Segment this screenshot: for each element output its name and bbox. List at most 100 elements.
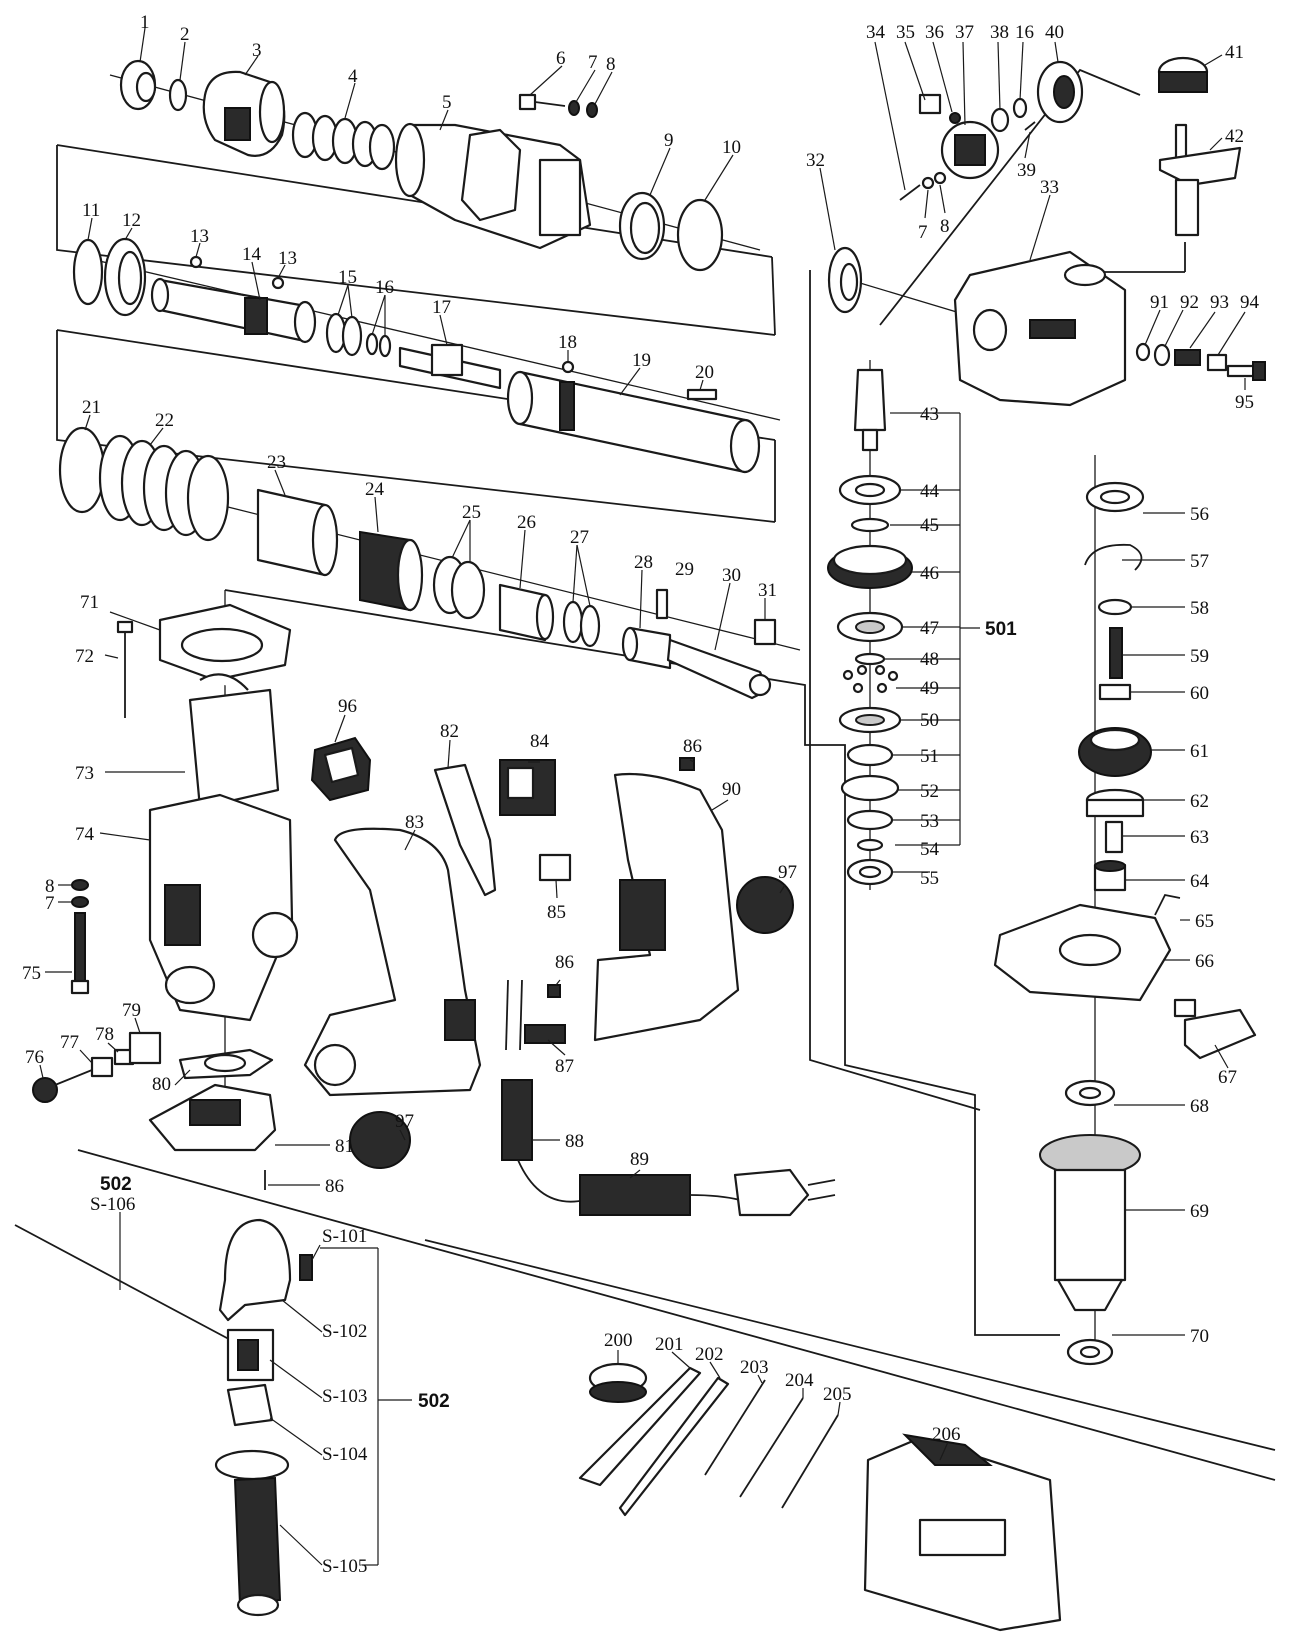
callout-36: 36 [925,22,944,43]
part-26-bushing [498,583,555,642]
part-64-bushing [1093,860,1127,892]
part-10-o-ring [676,198,724,272]
callout-80: 80 [152,1074,171,1095]
callout-4: 4 [348,66,358,87]
callout-40: 40 [1045,22,1064,43]
callout-1: 1 [140,12,150,33]
callout-8: 8 [940,216,950,237]
part-97-vent-b [349,1111,411,1169]
part-16-ring-b [1012,97,1028,119]
part-66-cover [993,903,1172,1002]
assembly-boundaries [56,68,1276,1481]
part-33-housing [953,250,1127,407]
part-49-balls [842,664,899,694]
part-95-bolt [1226,361,1266,381]
callout-42: 42 [1225,126,1244,147]
callout-30: 30 [722,565,741,586]
callout-66: 66 [1195,951,1214,972]
group-label-502-side: 502 [418,1391,450,1412]
callout-7: 7 [45,893,55,914]
callout-202: 202 [695,1344,724,1365]
part-18-ball [561,360,575,374]
callout-90: 90 [722,779,741,800]
callout-15: 15 [338,267,357,288]
callout-28: 28 [634,552,653,573]
callout-63: 63 [1190,827,1209,848]
callout-43: 43 [920,404,939,425]
callout-67: 67 [1218,1067,1237,1088]
part-48-ring [854,652,886,666]
part-S104-clamp [226,1383,274,1427]
callout-17: 17 [432,297,451,318]
callout-61: 61 [1190,741,1209,762]
part-51-ring [846,743,894,767]
part-77-spring [54,1069,93,1086]
callout-89: 89 [630,1149,649,1170]
part-7-washer-c [71,896,89,908]
part-71-cover-ring [158,603,292,682]
part-32-bearing [827,246,863,314]
part-72-screw [116,620,134,718]
part-69-armature [1039,1134,1141,1312]
callout-206: 206 [932,1424,961,1445]
callout-S103: S-103 [322,1386,367,1407]
callout-44: 44 [920,481,940,502]
part-57-circlip [1084,543,1143,571]
part-2-ring [168,78,188,112]
callout-13: 13 [278,248,297,269]
callout-16: 16 [1015,22,1034,43]
callout-86: 86 [683,736,702,757]
part-42-shaft [1158,123,1242,237]
callout-47: 47 [920,618,939,639]
part-85-capacitor [538,853,572,882]
part-12-bearing [103,237,147,317]
callout-50: 50 [920,710,939,731]
callout-64: 64 [1190,871,1210,892]
part-22-spring [98,434,230,542]
part-205-drill-bit [781,1414,839,1509]
callout-33: 33 [1040,177,1059,198]
part-70-bearing [1066,1338,1114,1366]
part-87-cord-clamp [524,1024,566,1044]
part-206-carry-case [863,1433,1062,1632]
callout-52: 52 [920,781,939,802]
part-20-key [686,388,718,401]
part-60-key [1098,683,1132,701]
part-200-dust-cap [588,1362,648,1403]
part-15-rings [325,312,363,357]
part-36-pin [949,112,961,124]
part-68-bearing [1064,1079,1116,1107]
part-46-gear [827,544,913,589]
callout-27: 27 [570,527,589,548]
callout-22: 22 [155,410,174,431]
callout-84: 84 [530,731,550,752]
part-76-knob [32,1077,58,1103]
part-74-motor-housing [148,793,299,1022]
part-65-clip [1154,893,1181,916]
part-79-sleeve [128,1031,162,1065]
callout-48: 48 [920,649,939,670]
part-73-stator [188,673,280,810]
group-label-502-top: 502 [100,1174,132,1195]
part-5-gear-housing [394,122,592,250]
part-19-cylinder [506,370,761,474]
callout-10: 10 [722,137,741,158]
part-39-screw [1024,121,1036,131]
part-58-ring [1097,598,1133,616]
part-S101-screw [299,1254,313,1281]
callout-55: 55 [920,868,939,889]
callout-75: 75 [22,963,41,984]
part-8-washer-b [933,171,947,185]
callout-S105: S-105 [322,1556,367,1577]
part-37-selector [940,120,1000,180]
part-53-ring [846,809,894,831]
callout-41: 41 [1225,42,1244,63]
callout-54: 54 [920,839,940,860]
callout-201: 201 [655,1334,684,1355]
callout-32: 32 [806,150,825,171]
part-84-switch [499,759,556,816]
part-80-bracket [178,1048,274,1080]
part-93-spring [1174,349,1201,366]
callout-60: 60 [1190,683,1209,704]
part-25-rings [432,555,486,620]
